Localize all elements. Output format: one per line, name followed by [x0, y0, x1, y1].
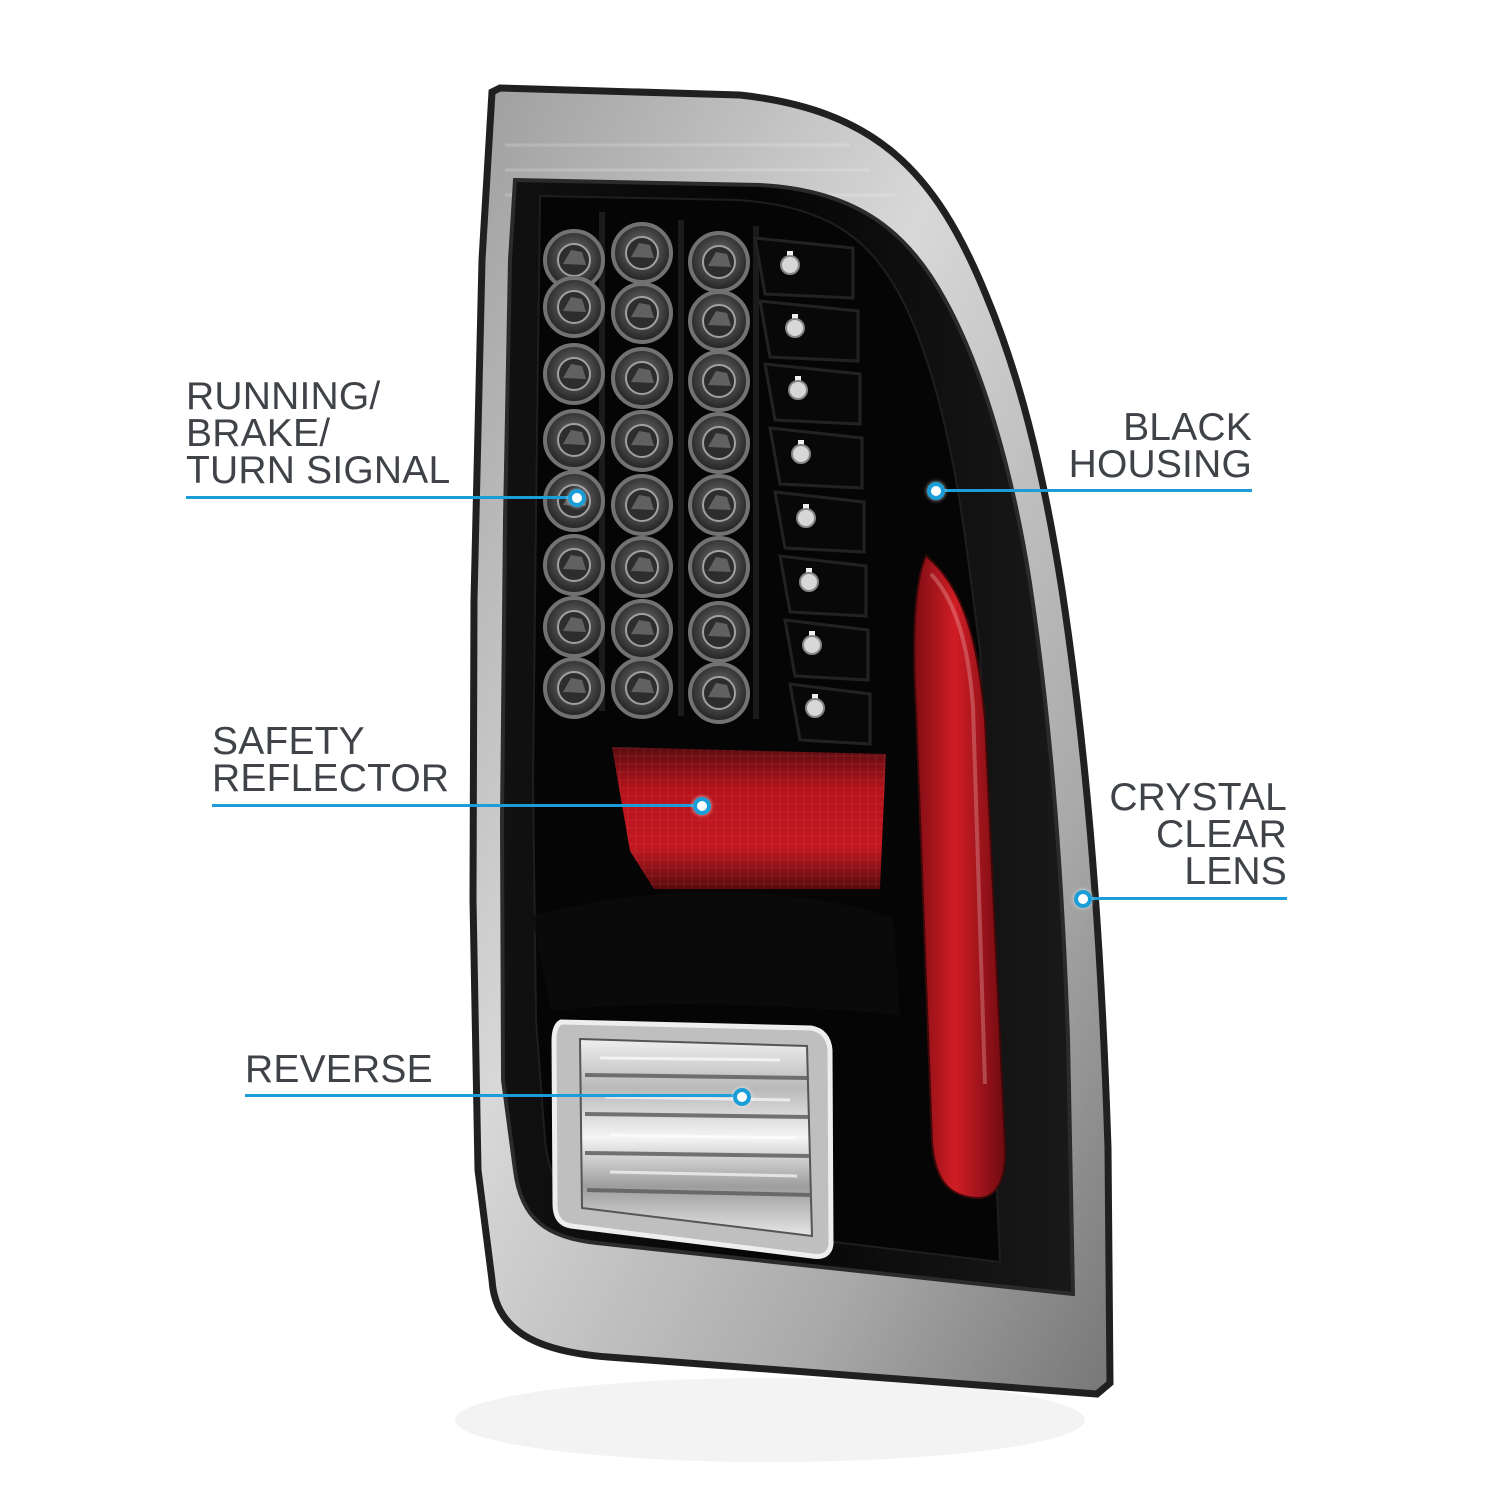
led-3-3 [688, 350, 750, 412]
floor-reflection [455, 1378, 1085, 1462]
small-led-step-6 [778, 554, 868, 618]
safety-reflector-label: SAFETY REFLECTOR [212, 720, 450, 800]
reverse-lamp [551, 1019, 834, 1259]
led-2-7 [611, 599, 673, 661]
side-reflector [913, 554, 1007, 1200]
led-2-8 [611, 657, 673, 719]
running-brake-turn-leds [543, 222, 750, 724]
led-3-2 [688, 290, 750, 352]
led-1-3 [543, 343, 605, 405]
housing-callout-marker [927, 482, 945, 500]
black-housing-label: BLACK HOUSING [1068, 406, 1252, 486]
led-3-6 [688, 536, 750, 598]
safety-callout-leader-line [212, 804, 702, 807]
led-1-4 [543, 409, 605, 471]
safety-label-line-1: SAFETY [212, 720, 365, 763]
led-2-3 [611, 347, 673, 409]
led-1-2 [543, 276, 605, 338]
housing-label-line-2: HOUSING [1068, 443, 1252, 486]
small-led-step-1 [753, 236, 855, 300]
running-label-line-2: BRAKE/ [186, 412, 331, 455]
side-reflector-highlight [929, 572, 987, 1085]
led-3-4 [688, 412, 750, 474]
lens-label-line-2: CLEAR [1155, 813, 1287, 856]
housing-label-line-1: BLACK [1123, 406, 1252, 449]
reverse-label-line-1: REVERSE [245, 1048, 433, 1091]
running-brake-turn-signal-label: RUNNING/ BRAKE/ TURN SIGNAL [186, 375, 451, 492]
led-2-1 [611, 222, 673, 284]
small-led-step-5 [773, 490, 866, 554]
led-2-6 [611, 536, 673, 598]
crystal-clear-lens-label: CRYSTAL CLEAR LENS [1109, 776, 1287, 893]
lens-callout-marker [1074, 890, 1092, 908]
led-1-7 [543, 596, 605, 658]
running-label-line-1: RUNNING/ [186, 375, 381, 418]
lens-label-line-1: CRYSTAL [1109, 776, 1287, 819]
lower-housing-panel [532, 892, 900, 1015]
led-2-4 [611, 410, 673, 472]
led-1-6 [543, 534, 605, 596]
led-2-5 [611, 474, 673, 536]
safety-label-line-2: REFLECTOR [212, 757, 450, 800]
small-led-steps [753, 236, 872, 746]
lens-callout-leader-line [1083, 897, 1287, 900]
small-led-step-8 [788, 682, 872, 746]
running-callout-marker [568, 489, 586, 507]
safety-reflector-texture [612, 747, 886, 889]
running-callout-leader-line [186, 496, 578, 499]
small-led-step-4 [768, 426, 864, 490]
led-3-8 [688, 662, 750, 724]
running-label-line-3: TURN SIGNAL [186, 449, 451, 492]
led-1-1 [543, 229, 605, 291]
led-1-8 [543, 657, 605, 719]
reverse-label: REVERSE [245, 1048, 433, 1091]
led-3-7 [688, 601, 750, 663]
reverse-callout-marker [733, 1088, 751, 1106]
safety-callout-marker [693, 797, 711, 815]
small-led-step-7 [783, 618, 870, 682]
reverse-callout-leader-line [245, 1094, 743, 1097]
led-3-1 [688, 231, 750, 293]
led-2-2 [611, 282, 673, 344]
lens-label-line-3: LENS [1184, 850, 1287, 893]
led-3-5 [688, 474, 750, 536]
housing-callout-leader-line [936, 489, 1252, 492]
small-led-step-2 [758, 299, 860, 363]
small-led-step-3 [763, 362, 862, 426]
